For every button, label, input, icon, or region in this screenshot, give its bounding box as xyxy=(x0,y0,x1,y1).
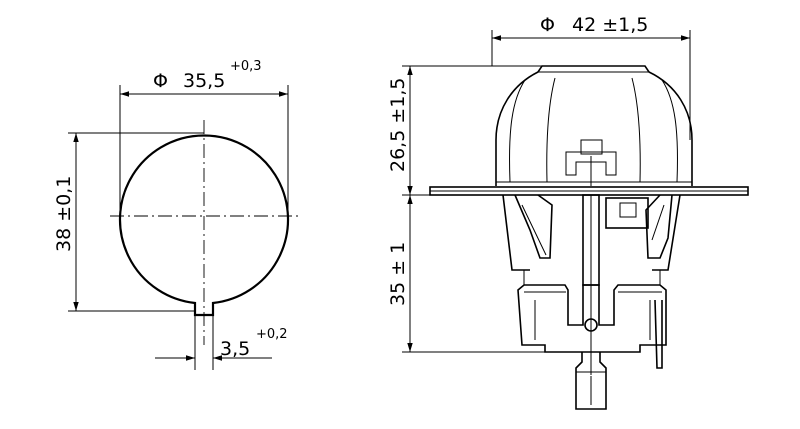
height-value: 38 ±0,1 xyxy=(53,176,75,252)
dimension-left-slot: 3,5 +0,2 xyxy=(155,327,288,361)
dimension-right-diameter: Φ 42 ±1,5 xyxy=(492,14,690,41)
right-diameter-symbol: Φ xyxy=(540,14,555,36)
diameter-tolerance: +0,3 xyxy=(230,59,262,74)
bottom-terminal xyxy=(575,352,607,410)
right-upper-height-value: 26,5 ±1,5 xyxy=(387,78,409,172)
lamp-holder-view xyxy=(402,30,749,410)
dimension-right-upper-height: 26,5 ±1,5 xyxy=(387,66,413,195)
slot-tolerance: +0,2 xyxy=(256,327,288,342)
screw xyxy=(584,318,598,332)
slot-value: 3,5 xyxy=(220,338,250,360)
dimension-right-lower-height: 35 ± 1 xyxy=(387,195,413,352)
hole-outline xyxy=(118,134,290,317)
diameter-symbol: Φ xyxy=(153,70,168,92)
glass-dome xyxy=(495,65,693,186)
dimension-left-height: 38 ±0,1 xyxy=(53,133,79,311)
right-diameter-value: 42 ±1,5 xyxy=(572,14,648,36)
body-lower xyxy=(517,284,667,353)
diameter-value: 35,5 xyxy=(183,70,225,92)
mounting-hole-view xyxy=(68,85,300,370)
right-lower-height-value: 35 ± 1 xyxy=(387,242,409,306)
dimension-left-diameter: Φ 35,5 +0,3 xyxy=(120,59,288,97)
